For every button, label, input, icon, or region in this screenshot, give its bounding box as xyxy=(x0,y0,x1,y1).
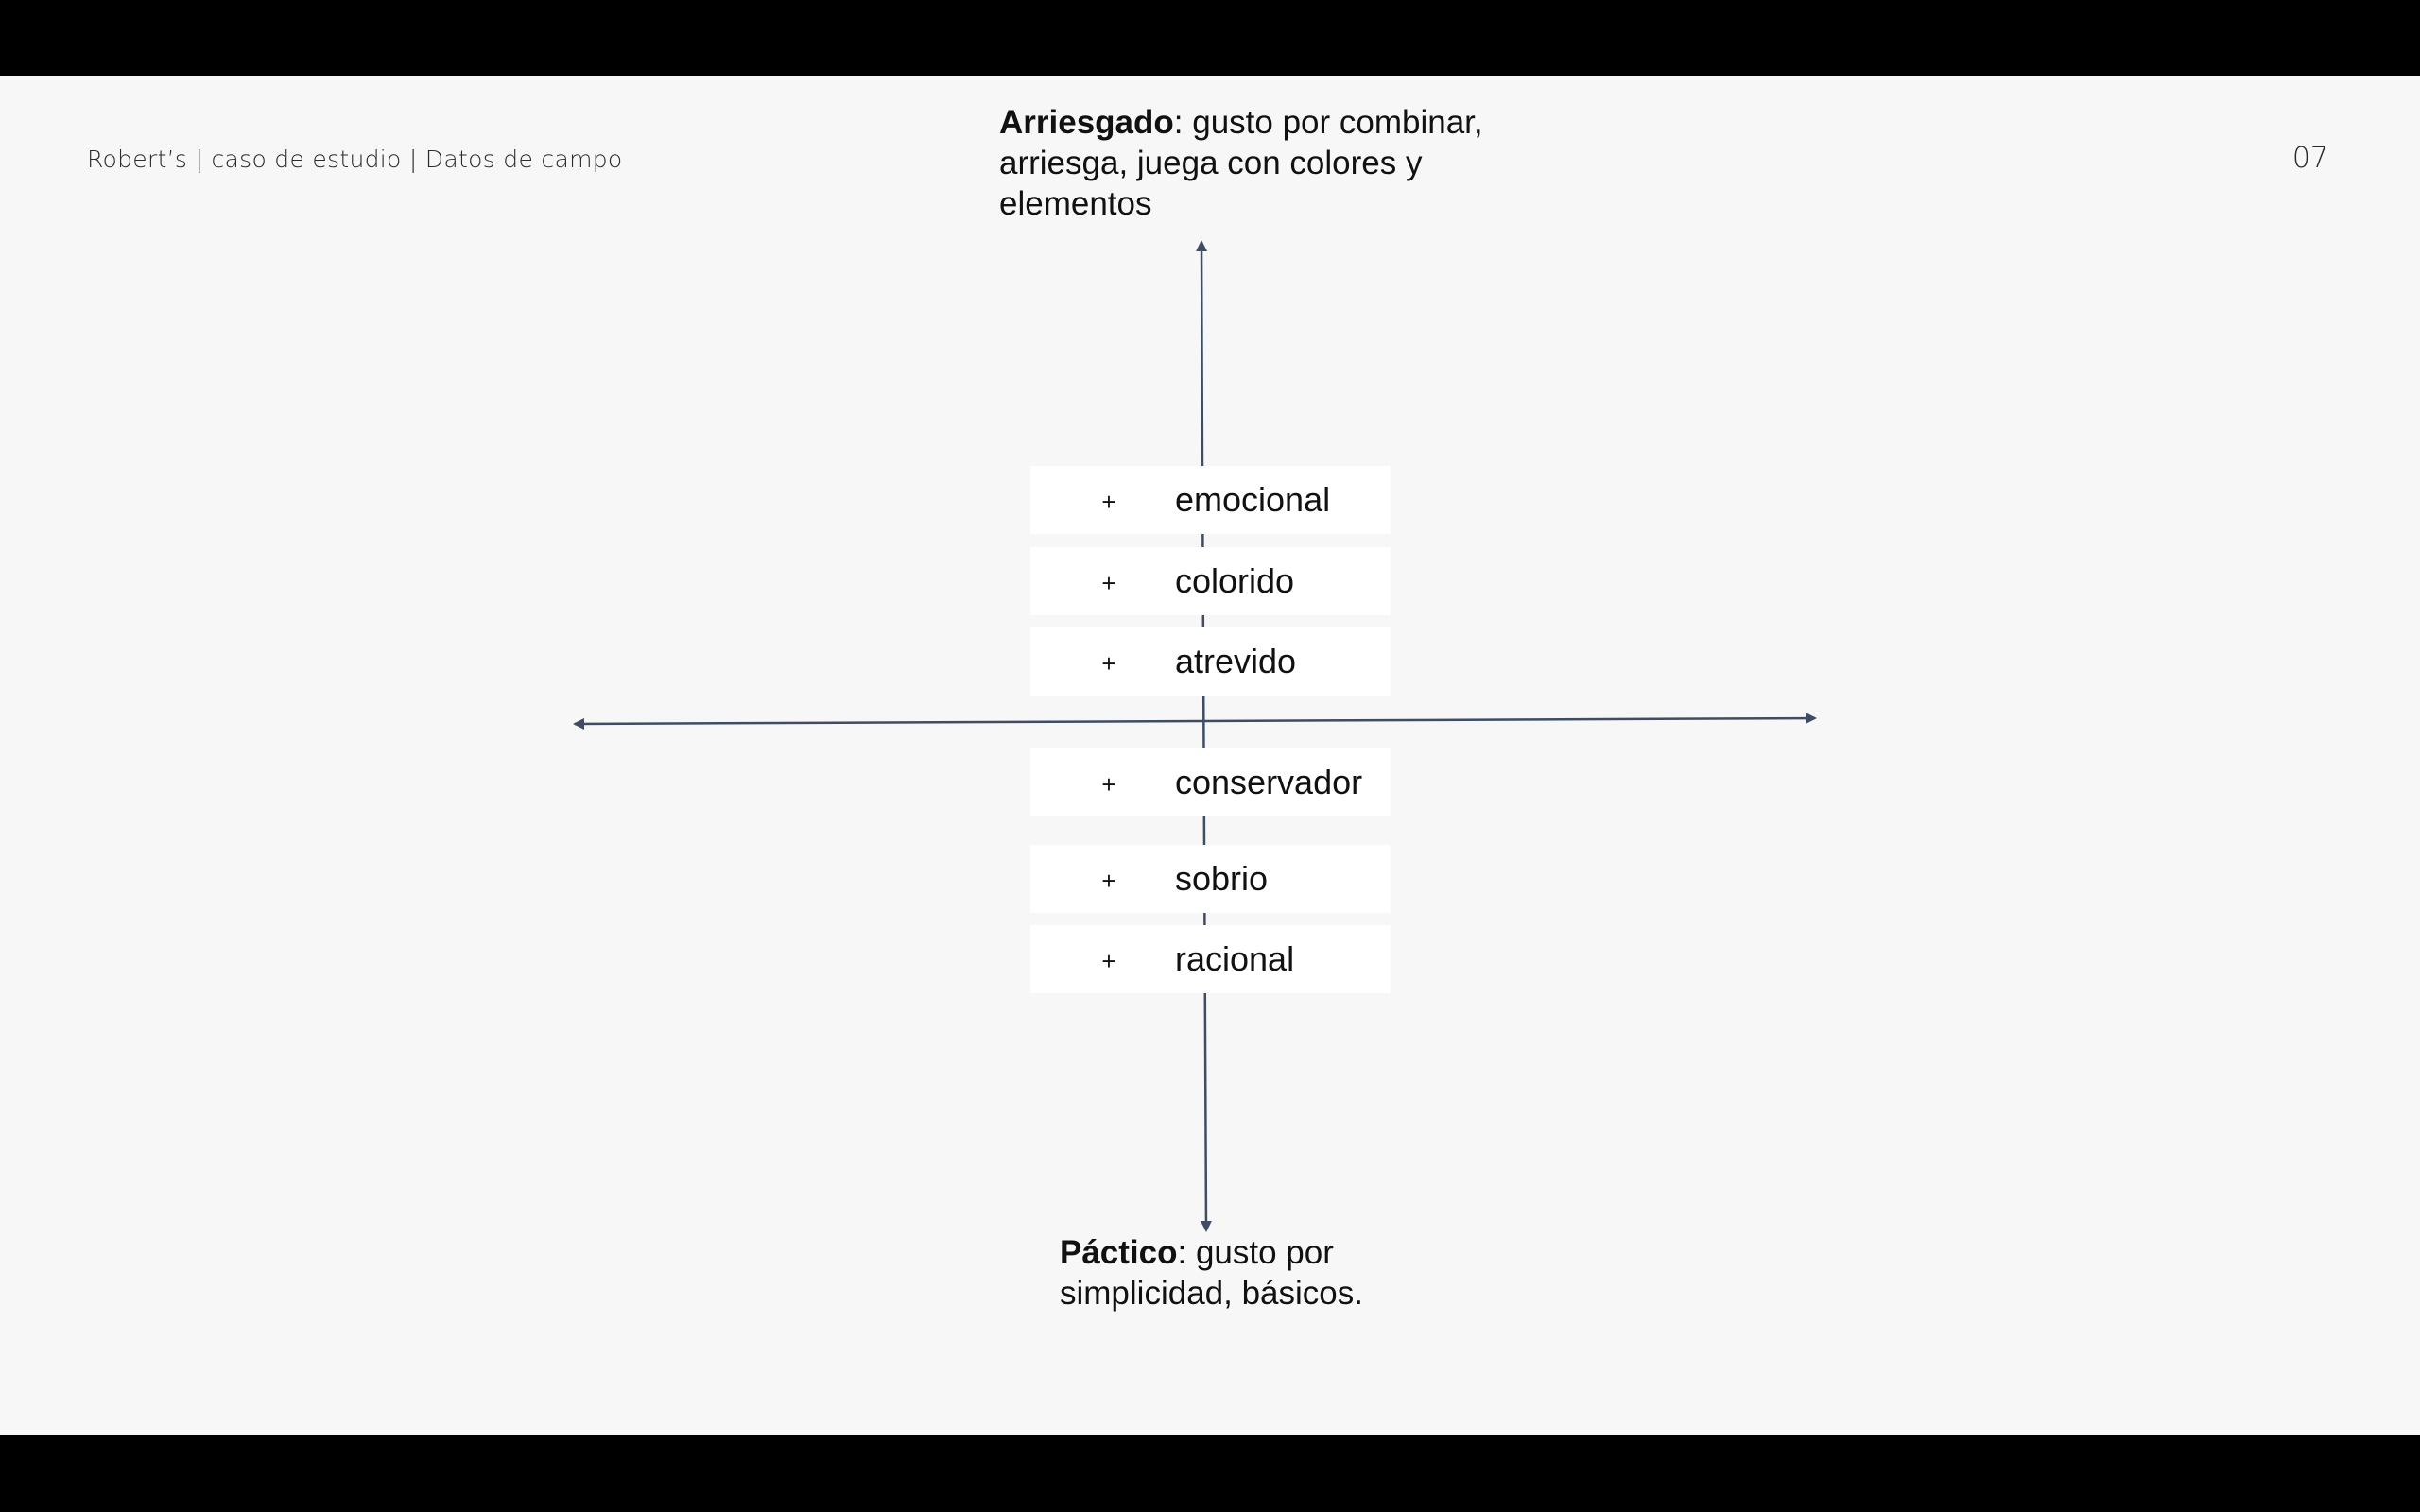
trait-label: conservador xyxy=(1175,763,1363,801)
trait-label: sobrio xyxy=(1175,859,1269,898)
page-number: 07 xyxy=(2291,142,2328,175)
plus-icon: + xyxy=(1101,569,1116,597)
trait-box-emocional: + emocional xyxy=(1030,466,1391,534)
pole-bottom-label: Páctico: gusto por simplicidad, básicos. xyxy=(1060,1232,1381,1314)
plus-icon: + xyxy=(1101,770,1116,799)
horizontal-axis-right xyxy=(1201,713,1817,725)
vertical-axis-up xyxy=(1196,240,1208,466)
trait-label: racional xyxy=(1175,939,1295,978)
trait-label: atrevido xyxy=(1175,642,1297,680)
plus-icon: + xyxy=(1101,947,1116,975)
trait-box-atrevido: + atrevido xyxy=(1030,627,1391,696)
breadcrumb: Robert’s | caso de estudio | Datos de ca… xyxy=(87,146,623,173)
pole-top-label: Arriesgado: gusto por combinar, arriesga… xyxy=(999,102,1491,224)
plus-icon: + xyxy=(1101,488,1116,516)
pole-bottom-description: : gusto por simplicidad, básicos. xyxy=(1060,1234,1363,1312)
trait-box-colorido: + colorido xyxy=(1030,547,1391,615)
pole-top-description: : gusto por combinar, arriesga, juega co… xyxy=(999,104,1483,222)
horizontal-axis-left xyxy=(573,717,1203,730)
plus-icon: + xyxy=(1101,649,1116,678)
pole-top-term: Arriesgado xyxy=(999,104,1174,141)
letterbox-top xyxy=(0,0,2420,76)
trait-box-racional: + racional xyxy=(1030,925,1391,993)
trait-label: emocional xyxy=(1175,480,1331,519)
trait-box-sobrio: + sobrio xyxy=(1030,845,1391,913)
pole-bottom-term: Páctico xyxy=(1060,1234,1178,1271)
trait-label: colorido xyxy=(1175,561,1295,600)
trait-box-conservador: + conservador xyxy=(1030,748,1391,816)
slide: Robert’s | caso de estudio | Datos de ca… xyxy=(0,76,2420,1435)
plus-icon: + xyxy=(1101,867,1116,895)
letterbox-bottom xyxy=(0,1435,2420,1512)
